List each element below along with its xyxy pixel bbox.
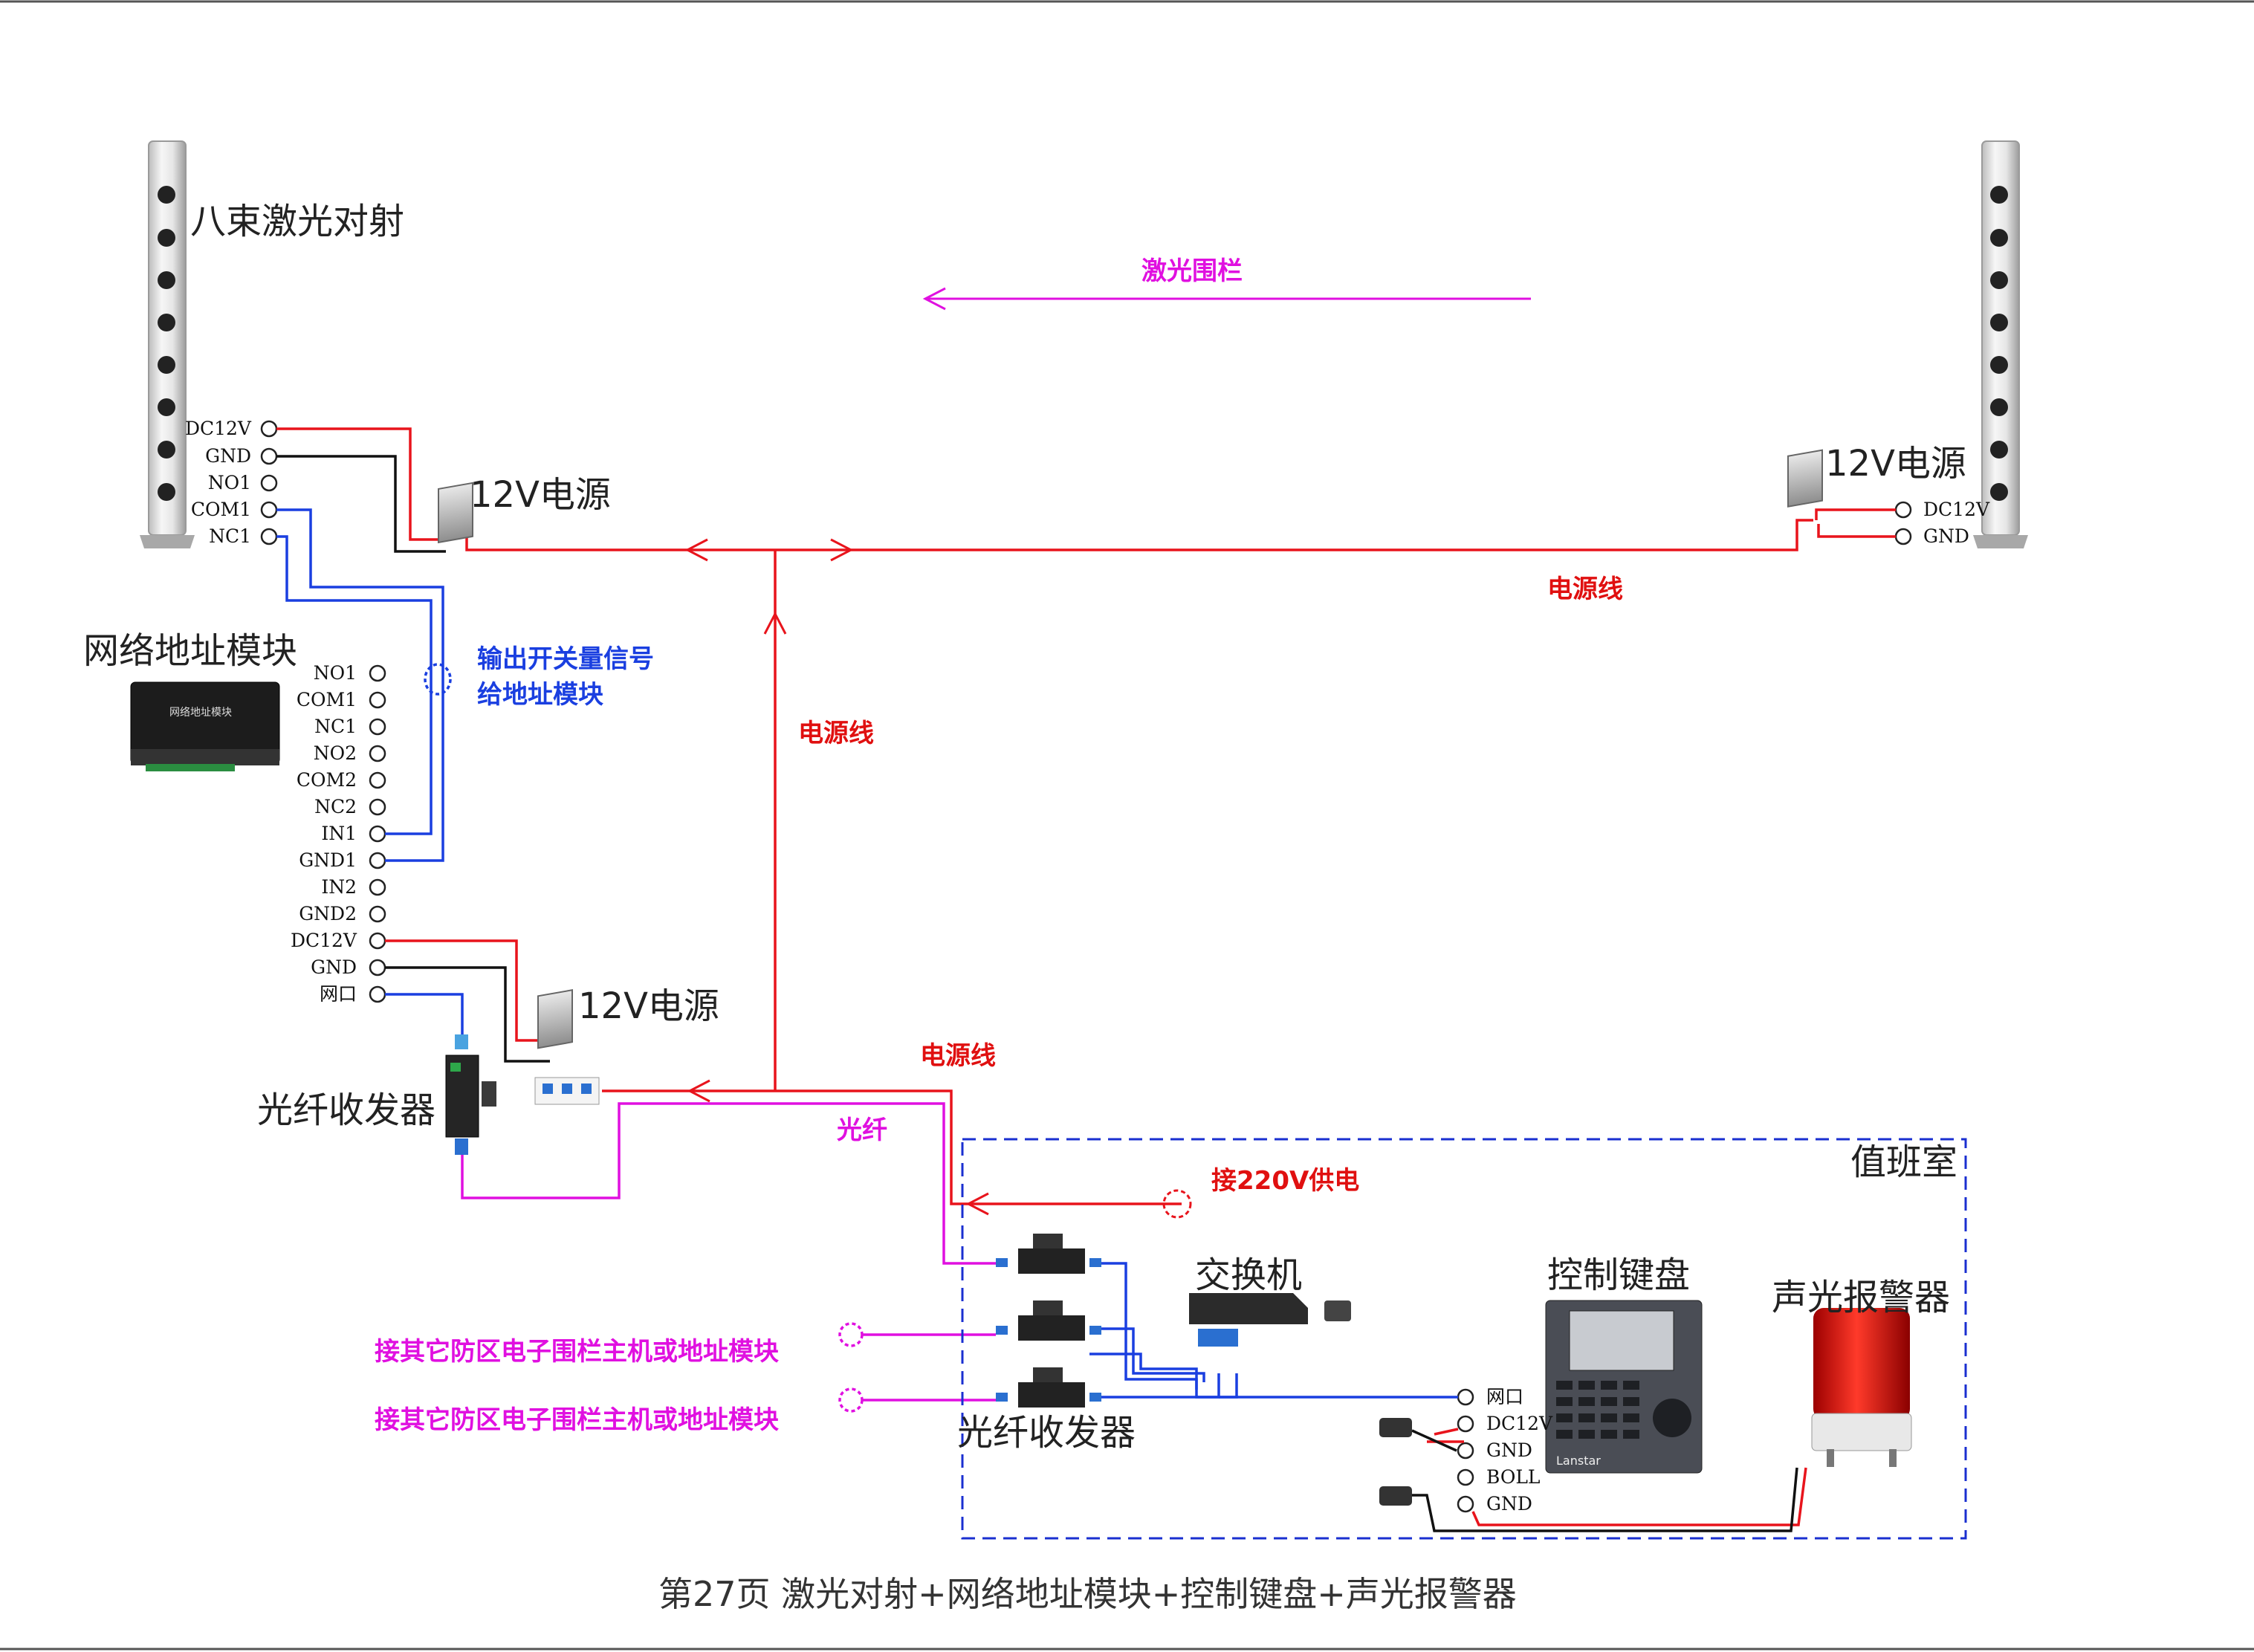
keyboard-terminal-network-port: 网口	[1486, 1386, 1524, 1408]
keyboard-terminal-gnd-2: GND	[1486, 1493, 1532, 1515]
switch-device	[1189, 1293, 1351, 1347]
keyboard-terminal-dc12v: DC12V	[1486, 1413, 1553, 1434]
module-terminal-dc12v: DC12V	[290, 930, 357, 951]
page-caption: 第27页 激光对射+网络地址模块+控制键盘+声光报警器	[658, 1574, 1517, 1614]
psu-right-device	[1787, 449, 1823, 508]
power-adapters	[1379, 1418, 1412, 1506]
keyboard-brand: Lanstar	[1556, 1454, 1601, 1468]
psu-bottom-device	[537, 989, 573, 1049]
laser-left-terminal-com1: COM1	[190, 499, 251, 520]
laser-left-terminal-no1: NO1	[207, 472, 251, 493]
laser-left-terminal-dc12v: DC12V	[184, 418, 251, 439]
fiber-transceivers-right-devices	[996, 1234, 1101, 1408]
module-terminal-com1: COM1	[296, 689, 357, 710]
network-module-face-label: 网络地址模块	[169, 707, 232, 719]
other-zone-label-2: 接其它防区电子围栏主机或地址模块	[375, 1405, 779, 1435]
module-terminal-no2: NO2	[313, 742, 357, 764]
control-keyboard-label: 控制键盘	[1547, 1254, 1691, 1296]
laser-left-terminal-gnd: GND	[205, 445, 251, 467]
alarm-label: 声光报警器	[1772, 1277, 1951, 1318]
switch-signal-label-2: 给地址模块	[477, 680, 603, 710]
module-terminal-gnd1: GND1	[299, 849, 357, 871]
psu-left-device	[438, 482, 473, 544]
laser-right-terminal-gnd: GND	[1923, 525, 1969, 547]
laser-title: 八束激光对射	[190, 201, 405, 242]
alarm-device	[1811, 1308, 1912, 1467]
laser-right-terminal-dc12v: DC12V	[1923, 499, 1990, 520]
duty-room-box	[961, 1138, 1967, 1540]
power-line-label-bottom: 电源线	[920, 1041, 996, 1071]
laser-left-terminal-nc1: NC1	[209, 525, 251, 547]
module-terminal-network-port: 网口	[319, 983, 357, 1005]
fiber-transceiver-right-label: 光纤收发器	[957, 1412, 1136, 1454]
fiber-transceiver-left-label: 光纤收发器	[257, 1089, 436, 1131]
laser-fence-label: 激光围栏	[1141, 256, 1243, 286]
network-module-device	[130, 681, 280, 771]
power-wires	[276, 427, 1896, 1526]
power-strip	[534, 1077, 600, 1105]
terminal-circles	[260, 420, 1912, 1513]
module-terminal-no1: NO1	[313, 662, 357, 684]
psu-right-label: 12V电源	[1825, 443, 1966, 485]
fiber-label: 光纤	[837, 1115, 887, 1145]
ground-wires	[276, 455, 1798, 1532]
duty-room-label: 值班室	[1850, 1141, 1958, 1183]
power-line-label-right: 电源线	[1547, 574, 1623, 604]
keyboard-terminal-boll: BOLL	[1486, 1466, 1541, 1488]
laser-pole-left	[140, 140, 195, 548]
power-arrows	[684, 538, 1192, 1219]
module-terminal-in2: IN2	[321, 876, 357, 898]
keyboard-terminal-gnd: GND	[1486, 1439, 1532, 1461]
laser-pole-right	[1973, 140, 2028, 548]
psu-bottom-label: 12V电源	[578, 985, 719, 1027]
switch-label: 交换机	[1195, 1254, 1303, 1296]
module-terminal-gnd: GND	[311, 956, 357, 978]
signal-wires	[276, 508, 1458, 1399]
module-terminal-nc2: NC2	[314, 796, 357, 817]
psu-left-label: 12V电源	[470, 474, 611, 516]
module-terminal-gnd2: GND2	[299, 903, 357, 924]
network-module-title: 网络地址模块	[83, 630, 298, 672]
laser-fence-arrow	[922, 287, 1531, 311]
fiber-transceiver-left-device	[445, 1034, 496, 1155]
switch-signal-label-1: 输出开关量信号	[477, 644, 654, 674]
fiber-lines	[461, 1102, 996, 1413]
control-keyboard-device	[1545, 1300, 1703, 1474]
module-terminal-com2: COM2	[296, 769, 357, 791]
module-terminal-in1: IN1	[321, 823, 357, 844]
supply-220v-label: 接220V供电	[1211, 1166, 1360, 1196]
other-zone-label-1: 接其它防区电子围栏主机或地址模块	[375, 1337, 779, 1367]
module-terminal-nc1: NC1	[314, 716, 357, 737]
power-line-label-center: 电源线	[798, 719, 874, 748]
